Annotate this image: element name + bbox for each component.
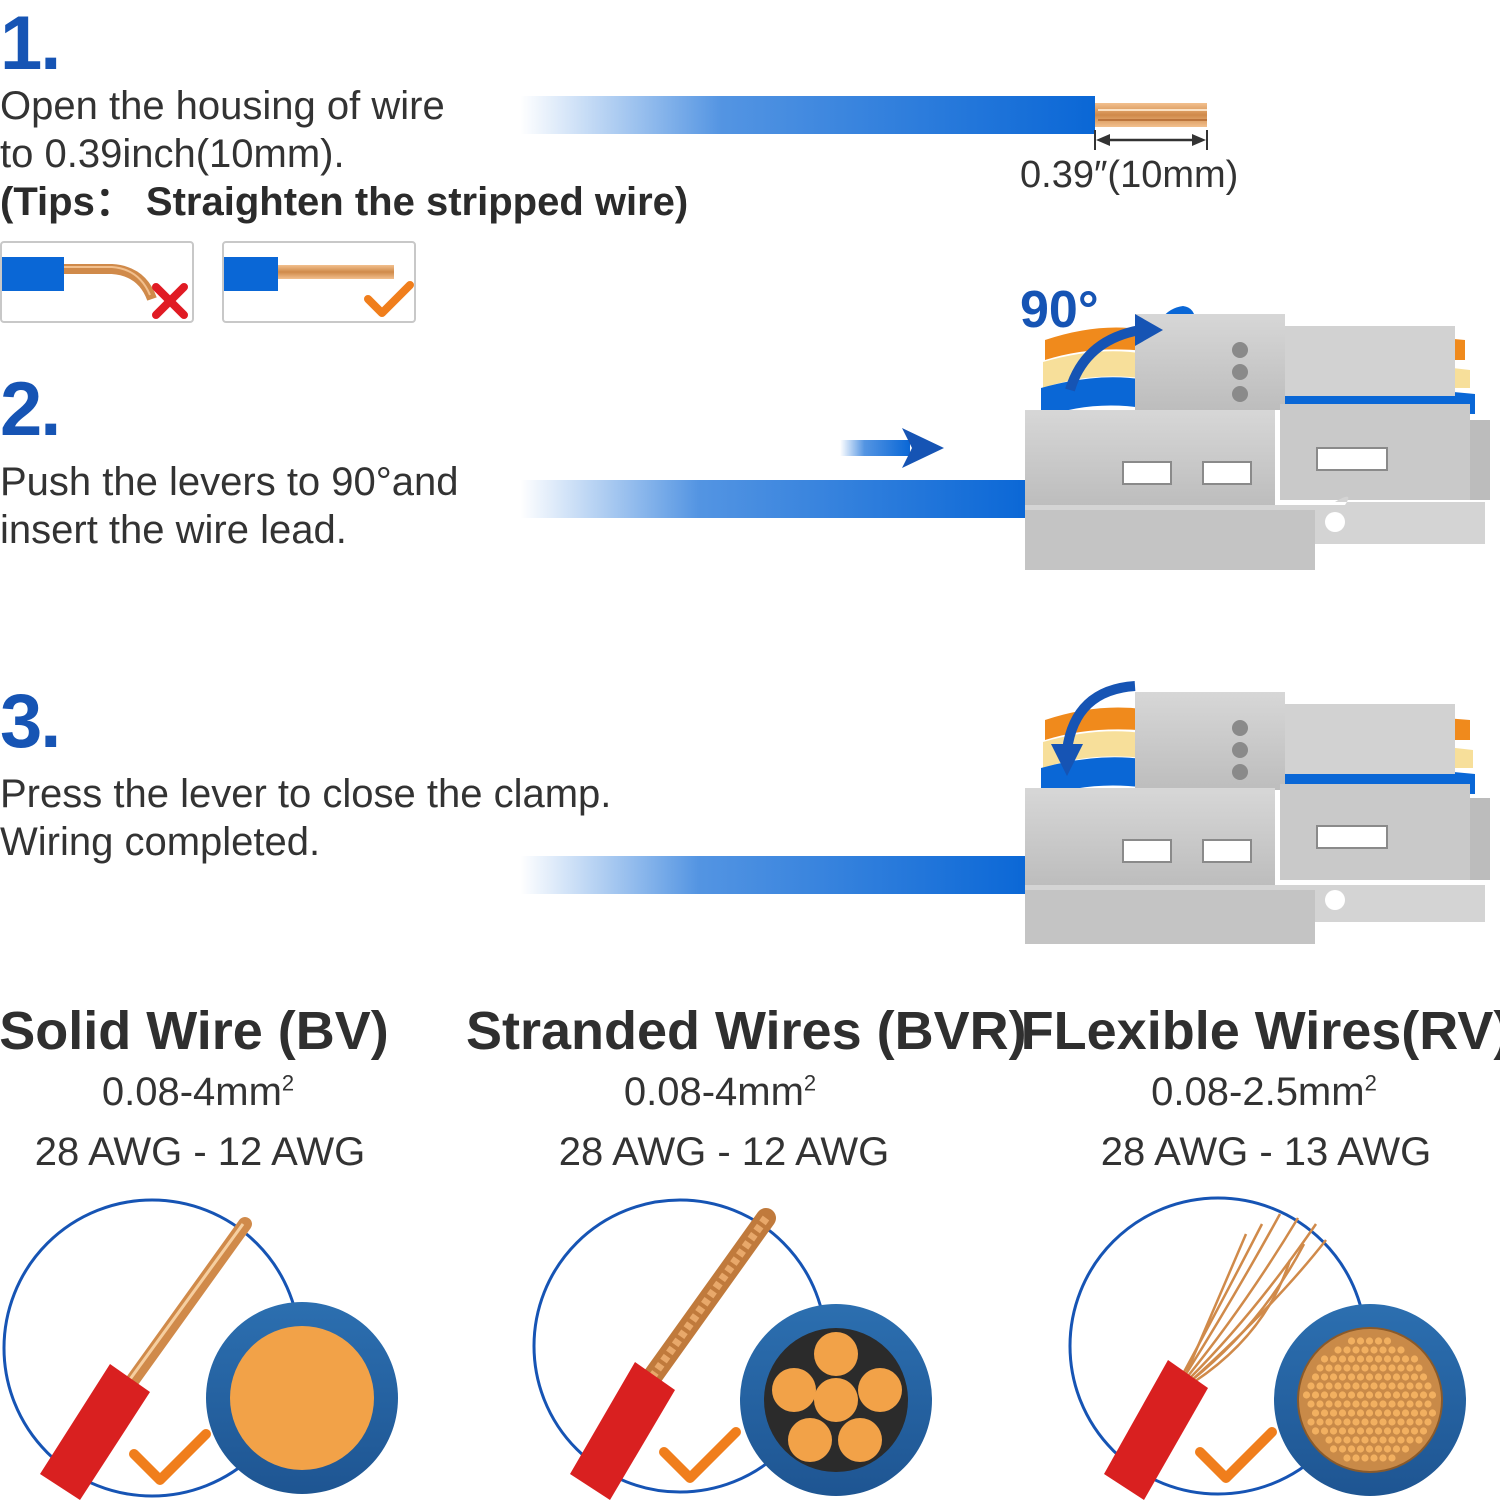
insert-arrow-icon [840, 428, 944, 468]
step-2-line-1: Push the levers to 90°and [0, 460, 459, 504]
wire-type-awg: 28 AWG - 12 AWG [34, 1130, 366, 1174]
solid-wire-icon [2, 1198, 398, 1500]
tip-bent-wire-example [0, 241, 194, 323]
step-1-line-1: Open the housing of wire [0, 84, 445, 128]
flexible-wire-icon [1068, 1196, 1466, 1500]
cross-icon [152, 283, 188, 319]
lever-connector-closed-icon [1025, 681, 1490, 944]
wire-type-title: Solid Wire (BV) [0, 1001, 389, 1061]
wire-type-awg: 28 AWG - 12 AWG [558, 1130, 890, 1174]
bent-wire-icon [2, 257, 157, 301]
step-3-line-1: Press the lever to close the clamp. [0, 772, 612, 816]
step-2-number: 2. [0, 367, 61, 452]
check-icon [364, 281, 414, 317]
stranded-wire-icon [532, 1198, 932, 1500]
step-3-number: 3. [0, 679, 61, 764]
step-1-line-2: to 0.39inch(10mm). [0, 132, 345, 176]
straight-wire-icon [224, 257, 394, 291]
step-2-line-2: insert the wire lead. [0, 508, 347, 552]
step-1-number: 1. [0, 1, 61, 86]
wire-type-awg: 28 AWG - 13 AWG [1100, 1130, 1432, 1174]
wire-type-title: FLexible Wires(RV) [1020, 1001, 1500, 1061]
wire-type-size: 0.08-4mm2 [101, 1070, 295, 1114]
wire-band-step-2 [520, 480, 1030, 518]
dimension-label: 0.39″(10mm) [1020, 154, 1239, 196]
wire-type-title: Stranded Wires (BVR) [466, 1001, 1027, 1061]
wire-band-step-3 [520, 856, 1030, 894]
step-1-tip: (Tips： Straighten the stripped wire) [0, 180, 689, 224]
step-3-line-2: Wiring completed. [0, 820, 321, 864]
wire-type-size: 0.08-4mm2 [623, 1070, 817, 1114]
lever-connector-open-icon [1025, 306, 1490, 570]
stripped-wire-illustration [520, 96, 1208, 150]
angle-label: 90° [1020, 281, 1099, 339]
tip-straight-wire-example [222, 241, 416, 323]
wire-type-size: 0.08-2.5mm2 [1151, 1070, 1377, 1114]
